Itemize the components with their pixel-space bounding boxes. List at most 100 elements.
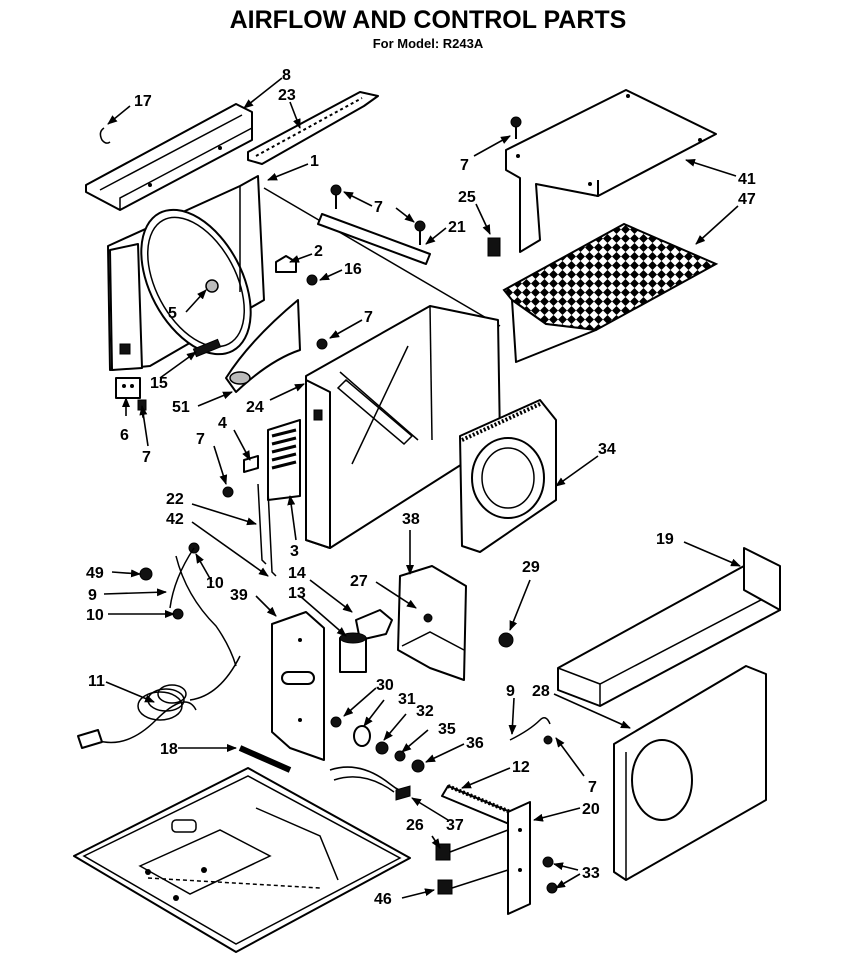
callout-23: 23 <box>278 87 296 104</box>
callout-30: 30 <box>376 677 394 694</box>
leader-3 <box>287 495 297 541</box>
callout-15: 15 <box>150 375 168 392</box>
leader-17 <box>107 105 131 125</box>
part-51-deflector <box>225 299 301 393</box>
callout-38: 38 <box>402 511 420 528</box>
callout-12: 12 <box>512 759 530 776</box>
part-33-nut-b <box>546 882 558 894</box>
callout-7-a: 7 <box>374 199 383 216</box>
callout-42: 42 <box>166 511 184 528</box>
callout-47: 47 <box>738 191 756 208</box>
part-8-top-channel <box>85 103 253 211</box>
leader-9-a <box>103 588 167 597</box>
callout-2: 2 <box>314 243 323 260</box>
part-34-blower-housing <box>459 399 557 553</box>
leader-42 <box>191 521 269 577</box>
leader-4 <box>233 429 251 461</box>
callout-6: 6 <box>120 427 129 444</box>
part-18-rod <box>238 745 292 773</box>
leader-13 <box>299 595 347 637</box>
callout-9-b: 9 <box>506 683 515 700</box>
part-21-strap <box>317 184 431 265</box>
leader-16 <box>319 269 343 281</box>
part-19-side-panel <box>557 547 781 707</box>
leader-46 <box>401 888 435 899</box>
callout-26: 26 <box>406 817 424 834</box>
callout-10-a: 10 <box>206 575 224 592</box>
part-29-plug <box>498 632 514 648</box>
callout-17: 17 <box>134 93 152 110</box>
callout-labels: 17 8 23 1 7 7 21 25 41 47 2 16 5 7 15 51… <box>86 67 756 908</box>
callout-27: 27 <box>350 573 368 590</box>
callout-7-b: 7 <box>460 157 469 174</box>
callout-20: 20 <box>582 801 600 818</box>
callout-31: 31 <box>398 691 416 708</box>
callout-4: 4 <box>218 415 227 432</box>
part-5-fan-hub <box>205 279 219 293</box>
part-39-control-bracket <box>271 611 325 761</box>
leader-49 <box>111 569 141 578</box>
part-20-mounting-plate <box>507 801 531 915</box>
callout-28: 28 <box>532 683 550 700</box>
callout-7-d: 7 <box>142 449 151 466</box>
leader-23 <box>289 101 301 129</box>
callout-25: 25 <box>458 189 476 206</box>
leader-30 <box>343 687 377 717</box>
part-25-clip <box>487 237 501 257</box>
callout-32: 32 <box>416 703 434 720</box>
part-16-nut <box>306 274 318 286</box>
leader-33-a <box>553 862 579 871</box>
leader-19 <box>683 541 741 567</box>
callout-51: 51 <box>172 399 190 416</box>
callout-13: 13 <box>288 585 306 602</box>
part-7-screw-e <box>543 735 553 745</box>
part-38-bracket <box>397 565 467 681</box>
callout-34: 34 <box>598 441 616 458</box>
model-subtitle: For Model: R243A <box>373 36 484 51</box>
part-23-seal-strip <box>247 91 379 165</box>
callout-5: 5 <box>168 305 177 322</box>
leader-51 <box>197 391 233 407</box>
leader-41 <box>685 158 737 177</box>
callout-9-a: 9 <box>88 587 97 604</box>
callout-36: 36 <box>466 735 484 752</box>
leader-22 <box>191 503 257 526</box>
callout-46: 46 <box>374 891 392 908</box>
part-9-wire-harness <box>169 547 237 667</box>
page-title: AIRFLOW AND CONTROL PARTS <box>230 6 627 34</box>
part-4-switch <box>243 455 259 473</box>
callout-1: 1 <box>310 153 319 170</box>
leader-14 <box>309 579 353 613</box>
leader-20 <box>533 807 581 822</box>
leader-1 <box>267 163 309 181</box>
leader-21 <box>425 227 447 245</box>
callout-37: 37 <box>446 817 464 834</box>
leader-7-top <box>473 135 511 157</box>
callout-7-f: 7 <box>588 779 597 796</box>
part-49-connector <box>139 567 153 581</box>
callout-7-e: 7 <box>196 431 205 448</box>
leader-39 <box>255 595 277 617</box>
leader-7-b <box>395 207 415 223</box>
part-22-rod <box>257 483 267 565</box>
leader-37 <box>411 797 449 821</box>
leader-47 <box>695 205 739 245</box>
callout-35: 35 <box>438 721 456 738</box>
part-28-cabinet-side <box>613 665 767 881</box>
leader-34 <box>555 455 599 487</box>
leader-11 <box>105 681 155 703</box>
callout-49: 49 <box>86 565 104 582</box>
callout-39: 39 <box>230 587 248 604</box>
leader-24 <box>269 383 305 401</box>
part-2-clip <box>275 255 297 273</box>
callout-29: 29 <box>522 559 540 576</box>
leader-7-e <box>213 445 228 485</box>
callout-3: 3 <box>290 543 299 560</box>
part-13-capacitor <box>339 632 367 673</box>
part-41-top-cover <box>505 89 717 253</box>
part-31-washer <box>353 725 371 747</box>
callout-41: 41 <box>738 171 756 188</box>
part-24-partition <box>305 305 501 549</box>
callout-18: 18 <box>160 741 178 758</box>
